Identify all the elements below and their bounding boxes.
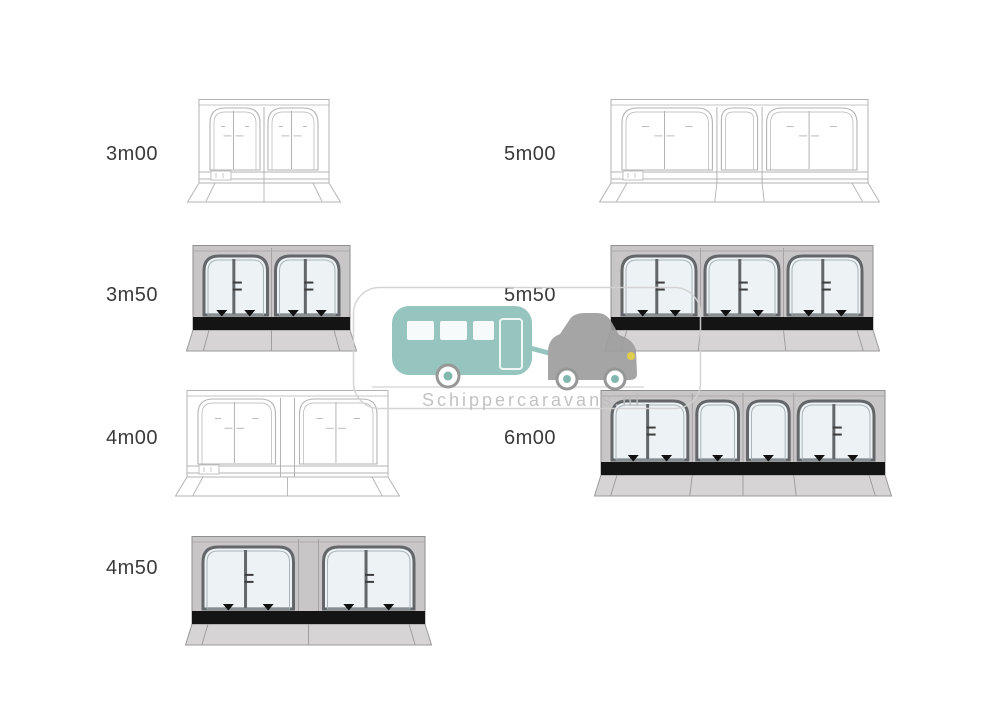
awning-svg-3m50 [186,245,357,352]
watermark-border [352,286,702,410]
awning-svg-5m00 [599,99,880,203]
awning-svg-4m00 [175,390,400,497]
awning-drawing-3m00 [187,99,341,203]
watermark-text: Schippercaravans.nl [422,390,643,410]
car-icon [548,313,637,391]
awning-drawing-4m50 [185,536,432,646]
size-label-4m00: 4m00 [106,427,159,449]
size-label-5m00: 5m00 [504,143,557,165]
awning-drawing-3m50 [186,245,357,352]
awning-svg-3m00 [187,99,341,203]
size-label-6m00: 6m00 [504,427,557,449]
awning-drawing-5m00 [599,99,880,203]
awning-drawing-4m00 [175,390,400,497]
size-label-3m00: 3m00 [106,143,159,165]
size-label-3m50: 3m50 [106,284,159,306]
awning-svg-6m00 [594,390,892,497]
watermark: Schippercaravans.nl [352,286,702,412]
awning-svg-4m50 [185,536,432,646]
size-label-5m50: 5m50 [504,284,557,306]
size-label-4m50: 4m50 [106,557,159,579]
headlight-icon [627,352,635,360]
caravan-icon [392,306,565,389]
awning-drawing-6m00 [594,390,892,497]
watermark-graphic [352,286,702,410]
